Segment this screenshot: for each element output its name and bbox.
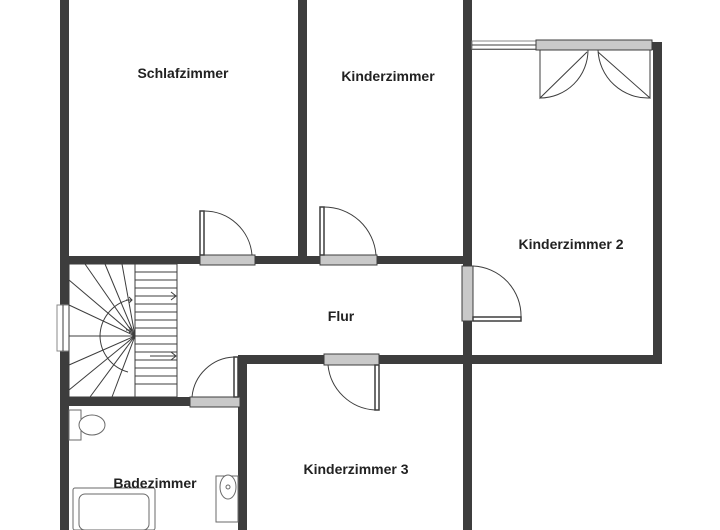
wall-schlaf-kinder [298, 0, 307, 262]
label-kinderzimmer3: Kinderzimmer 3 [303, 461, 408, 477]
label-kinderzimmer2: Kinderzimmer 2 [518, 236, 623, 252]
wall-k2-right [653, 42, 662, 364]
door-badezimmer [189, 356, 241, 408]
walls [60, 0, 662, 530]
wall-left-upper [60, 0, 69, 308]
wall-left-lower [60, 350, 69, 530]
window-k2-top [471, 40, 537, 50]
door-schlafzimmer [199, 210, 256, 266]
label-badezimmer: Badezimmer [113, 475, 197, 491]
staircase [68, 263, 178, 398]
wall-kinder-right [463, 0, 472, 360]
wall-k3-right [463, 355, 472, 530]
wall-k2-bottom [463, 355, 662, 364]
door-kinderzimmer2 [461, 265, 522, 322]
door-kinderzimmer [319, 206, 378, 266]
door-kinderzimmer2-balcony [539, 49, 651, 100]
bathtub [72, 487, 156, 530]
wall-stair-bottom [60, 397, 246, 406]
label-flur: Flur [328, 308, 355, 324]
wall-flur-top [60, 256, 472, 264]
window-left [56, 304, 70, 352]
opening-k2-top [535, 39, 653, 51]
label-schlafzimmer: Schlafzimmer [137, 65, 229, 81]
label-kinderzimmer: Kinderzimmer [341, 68, 435, 84]
wall-bad-k3 [238, 355, 247, 530]
door-kinderzimmer3 [323, 353, 380, 411]
sink [215, 474, 239, 523]
toilet [68, 409, 106, 441]
